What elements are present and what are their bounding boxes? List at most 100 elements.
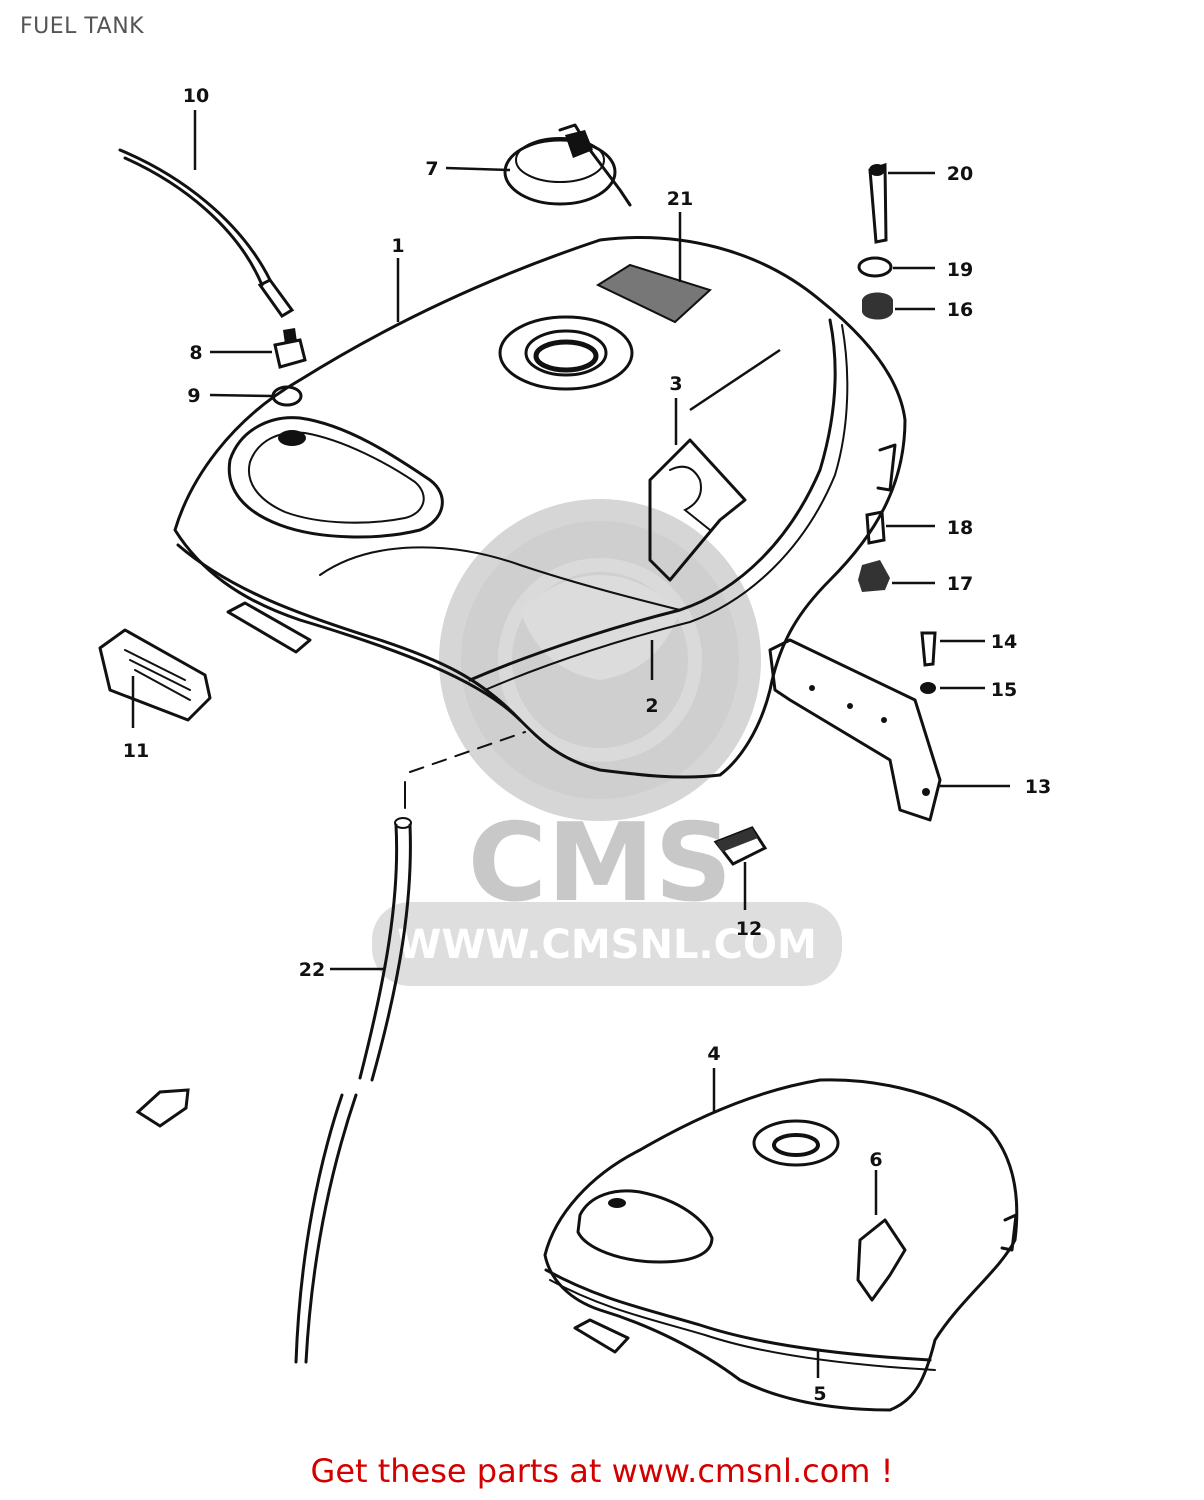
callout-9: 9 — [187, 385, 200, 407]
knee-recess-hole — [278, 430, 306, 446]
filler-ring-inner — [524, 329, 608, 377]
washer-15 — [920, 682, 936, 694]
drain-hose-top — [394, 817, 412, 829]
breather-hose-end — [257, 278, 295, 319]
fitting-and-washer — [271, 328, 307, 407]
fuel-cap — [503, 123, 632, 207]
alt-fuel-tank — [543, 1078, 1019, 1412]
callout-8: 8 — [189, 342, 202, 364]
alt-knee-recess — [576, 1189, 714, 1264]
alt-tank-seam — [544, 1268, 932, 1362]
bracket-body — [768, 638, 942, 822]
alt-rear-flange — [573, 1318, 630, 1354]
alt-filler-inner — [772, 1133, 820, 1157]
callout-10: 10 — [183, 85, 209, 107]
breather-hose-line — [118, 148, 272, 282]
grommet-18 — [865, 510, 886, 545]
alt-tank-seam-2 — [549, 1279, 936, 1371]
alt-tank-outline — [543, 1078, 1019, 1412]
bracket — [768, 638, 942, 822]
small-parts — [713, 162, 937, 866]
callout-1: 1 — [391, 235, 404, 257]
rear-flange — [226, 601, 312, 654]
callout-15: 15 — [991, 679, 1017, 701]
callout-11: 11 — [123, 740, 149, 762]
knee-grip-body — [98, 628, 212, 722]
callout-6: 6 — [869, 1149, 882, 1171]
leader-9 — [209, 393, 273, 398]
bracket-hole-3 — [881, 717, 887, 723]
callout-7: 7 — [425, 158, 438, 180]
caution-decal — [595, 263, 712, 324]
main-fuel-tank — [173, 236, 907, 779]
callout-17: 17 — [947, 573, 973, 595]
watermark-face — [498, 558, 702, 762]
emblem-r — [648, 438, 747, 582]
callout-5: 5 — [813, 1383, 826, 1405]
front-arrow-icon — [135, 1088, 190, 1128]
main-tank-seam — [176, 543, 522, 722]
cushion-12-top — [716, 828, 758, 852]
bracket-hole-1 — [809, 685, 815, 691]
main-tank-trim-inner — [484, 324, 849, 691]
drain-dash — [409, 731, 526, 773]
callout-19: 19 — [947, 259, 973, 281]
washer-9 — [271, 385, 303, 407]
filler-ring-core — [533, 339, 599, 373]
bolt-14 — [920, 631, 937, 667]
knee-recess — [227, 416, 444, 539]
page-title: FUEL TANK — [20, 14, 145, 39]
watermark-url-bg — [372, 902, 842, 986]
alt-side-mount — [1000, 1213, 1018, 1252]
fuel-cap-base — [503, 138, 617, 206]
main-tank-outline — [173, 236, 907, 779]
alt-emblem — [856, 1218, 907, 1302]
callout-18: 18 — [947, 517, 973, 539]
bracket-hole-2 — [847, 703, 853, 709]
alt-filler-outer — [752, 1119, 840, 1167]
callout-4: 4 — [707, 1043, 720, 1065]
fuel-cap-top — [515, 137, 605, 183]
callout-2: 2 — [645, 695, 658, 717]
leader-lines — [131, 110, 1010, 1378]
fitting-8-top — [283, 328, 297, 344]
callout-labels: 1 2 3 4 5 6 7 8 9 10 11 12 13 14 15 16 1… — [123, 85, 1051, 1405]
emblem-r-mark — [669, 465, 711, 531]
drain-hose-lower-2 — [304, 1093, 358, 1364]
main-tank-ridge — [319, 546, 681, 611]
breather-hose — [118, 148, 295, 319]
watermark: CMS WWW.CMSNL.COM — [372, 499, 842, 986]
watermark-url-text: WWW.CMSNL.COM — [397, 922, 817, 968]
leader-7 — [445, 166, 511, 172]
knee-grip-ribs — [124, 649, 191, 701]
callout-14: 14 — [991, 631, 1017, 653]
cushion-17 — [858, 560, 890, 592]
cushion-16 — [862, 292, 893, 320]
callout-3: 3 — [669, 373, 682, 395]
bracket-hole-4 — [922, 788, 930, 796]
watermark-rider — [520, 575, 680, 680]
cta-link[interactable]: Get these parts at www.cmsnl.com ! — [310, 1452, 894, 1490]
washer-19 — [857, 256, 893, 278]
callout-13: 13 — [1025, 776, 1051, 798]
callout-22: 22 — [299, 959, 325, 981]
bolt-20-head — [869, 164, 885, 176]
drain-hose-upper — [358, 823, 399, 1080]
callout-20: 20 — [947, 163, 973, 185]
knee-recess-inner — [247, 431, 425, 524]
callout-12: 12 — [736, 918, 762, 940]
leader-3 — [674, 348, 781, 445]
filler-ring-outer — [498, 315, 634, 391]
fuel-cap-lock — [565, 130, 593, 158]
drain-hose-lower — [294, 1093, 344, 1364]
fitting-8 — [273, 338, 307, 369]
drain-hose-upper-2 — [370, 823, 412, 1082]
alt-knee-hole — [608, 1198, 626, 1208]
callout-16: 16 — [947, 299, 973, 321]
drain-hose — [294, 731, 526, 1364]
bolt-20 — [868, 162, 888, 244]
callout-21: 21 — [667, 188, 693, 210]
breather-hose-line-2 — [123, 156, 264, 287]
main-tank-trim — [468, 318, 837, 682]
knee-grip — [98, 628, 212, 722]
